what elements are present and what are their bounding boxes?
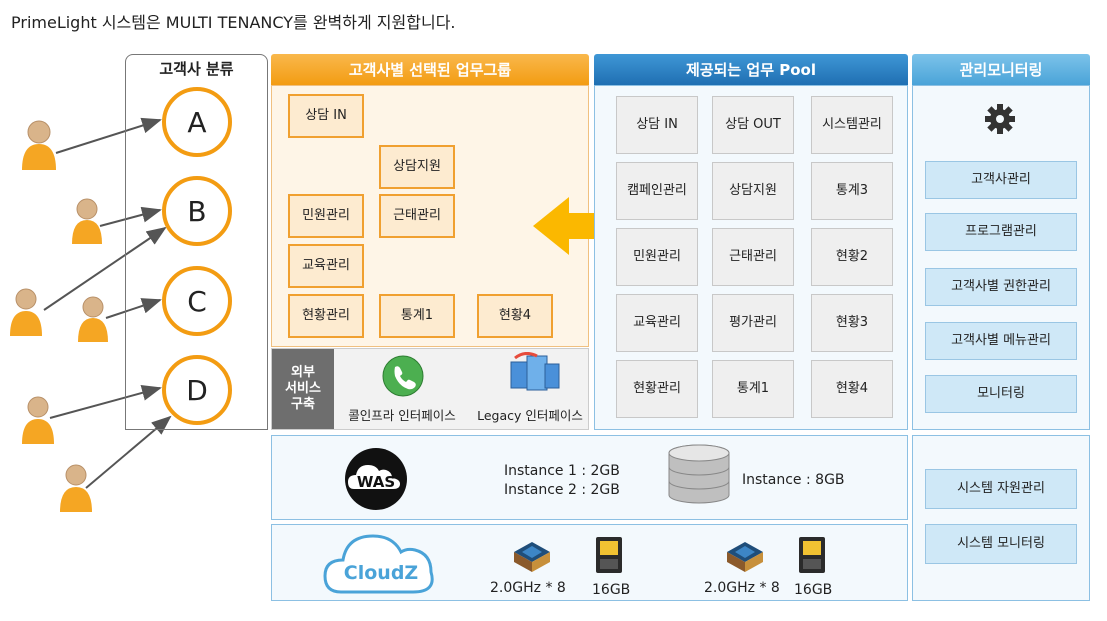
external-item: 콜인프라 인터페이스 <box>348 408 456 423</box>
pool-item: 평가관리 <box>712 294 794 352</box>
selected-item: 교육관리 <box>288 244 364 288</box>
cpu-icon <box>725 540 765 578</box>
gear-icon <box>984 103 1016 139</box>
pool-item: 시스템관리 <box>811 96 893 154</box>
pool-item: 상담 OUT <box>712 96 794 154</box>
monitor-item: 고객사관리 <box>925 161 1077 199</box>
selected-item: 현황4 <box>477 294 553 338</box>
person-icon <box>70 198 104 248</box>
monitor-panel <box>912 85 1090 430</box>
external-label: 외부 서비스 구축 <box>272 349 334 429</box>
legacy-interface-icon <box>505 351 565 400</box>
monitor-item: 프로그램관리 <box>925 213 1077 251</box>
cloudz-logo-text: CloudZ <box>343 562 419 584</box>
selected-item: 민원관리 <box>288 194 364 238</box>
customer-group-b: B <box>162 176 232 246</box>
phone-icon <box>381 354 425 402</box>
system-monitor-panel <box>912 435 1090 601</box>
was-cloud-logo <box>338 447 414 515</box>
monitor-item: 고객사별 권한관리 <box>925 268 1077 306</box>
was-instance-1: Instance 1 : 2GB <box>504 463 620 479</box>
pool-item: 통계1 <box>712 360 794 418</box>
arrow-left-icon <box>531 195 611 261</box>
customer-group-d: D <box>162 355 232 425</box>
pool-panel-title: 제공되는 업무 Pool <box>594 54 908 85</box>
monitor-panel-title: 관리모니터링 <box>912 54 1090 85</box>
person-icon <box>20 120 58 174</box>
memory-icon <box>595 536 623 578</box>
selected-item: 통계1 <box>379 294 455 338</box>
monitor-item: 고객사별 메뉴관리 <box>925 322 1077 360</box>
cpu-spec-2: 2.0GHz * 8 <box>704 580 780 596</box>
monitor-item: 모니터링 <box>925 375 1077 413</box>
cpu-icon <box>512 540 552 578</box>
selected-item: 근태관리 <box>379 194 455 238</box>
selected-panel-title: 고객사별 선택된 업무그룹 <box>271 54 589 85</box>
pool-item: 현황2 <box>811 228 893 286</box>
cloudz-logo <box>323 530 439 600</box>
customer-panel <box>125 54 268 430</box>
pool-item: 교육관리 <box>616 294 698 352</box>
customer-group-a: A <box>162 87 232 157</box>
customer-panel-title: 고객사 분류 <box>159 60 234 78</box>
pool-item: 현황3 <box>811 294 893 352</box>
system-monitor-item: 시스템 모니터링 <box>925 524 1077 564</box>
memory-spec-1: 16GB <box>592 582 631 598</box>
customer-group-c: C <box>162 266 232 336</box>
pool-item: 근태관리 <box>712 228 794 286</box>
memory-spec-2: 16GB <box>794 582 833 598</box>
system-monitor-item: 시스템 자원관리 <box>925 469 1077 509</box>
selected-item: 상담지원 <box>379 145 455 189</box>
pool-item: 현황관리 <box>616 360 698 418</box>
was-logo-text: WAS <box>356 473 396 491</box>
page-heading: PrimeLight 시스템은 MULTI TENANCY를 완벽하게 지원합니… <box>11 13 456 32</box>
external-item: Legacy 인터페이스 <box>477 408 583 423</box>
selected-item: 현황관리 <box>288 294 364 338</box>
person-icon <box>20 396 56 448</box>
memory-icon <box>798 536 826 578</box>
was-instance-2: Instance 2 : 2GB <box>504 482 620 498</box>
db-instance: Instance : 8GB <box>742 472 845 488</box>
person-icon <box>58 464 94 516</box>
pool-item: 상담지원 <box>712 162 794 220</box>
pool-item: 통계3 <box>811 162 893 220</box>
database-icon <box>666 443 732 509</box>
pool-item: 캠페인관리 <box>616 162 698 220</box>
pool-item: 현황4 <box>811 360 893 418</box>
pool-item: 민원관리 <box>616 228 698 286</box>
cpu-spec-1: 2.0GHz * 8 <box>490 580 566 596</box>
person-icon <box>76 296 110 346</box>
person-icon <box>8 288 44 340</box>
selected-item: 상담 IN <box>288 94 364 138</box>
pool-item: 상담 IN <box>616 96 698 154</box>
